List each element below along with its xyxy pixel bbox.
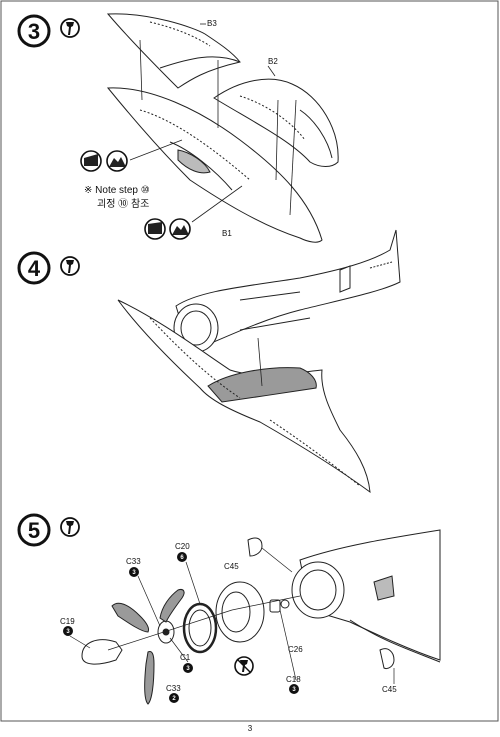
fuselage-nose: [291, 529, 441, 663]
part-label-b1: B1: [222, 229, 232, 238]
step-5-header: 5: [17, 513, 80, 547]
part-count-badge-c20: [177, 552, 187, 562]
step-5-badge: [17, 513, 51, 547]
page-border: [0, 0, 499, 722]
part-prop-blade-upper: [159, 589, 185, 623]
part-count-c19: 3: [66, 629, 70, 635]
part-count-badge-c33-bottom: [169, 693, 179, 703]
step-4-badge: [17, 251, 51, 285]
part-count-c20: 6: [180, 555, 184, 561]
part-label-c19: C19: [60, 617, 75, 626]
part-exhaust-c45-bottom: [379, 648, 395, 669]
part-label-c45-top: C45: [224, 562, 239, 571]
step-3-badge: [17, 14, 51, 48]
part-label-c18: C18: [286, 675, 301, 684]
part-label-c33-top: C33: [126, 557, 141, 566]
paint-chip-icons-top: [80, 150, 128, 172]
wing-part-b2: [213, 78, 339, 167]
part-label-c26: C26: [288, 645, 303, 654]
step-4-header: 4: [17, 251, 80, 285]
part-label-b3: B3: [207, 19, 217, 28]
step-5-number: 5: [28, 518, 40, 543]
part-label-c33-bottom: C33: [166, 684, 181, 693]
part-shaft-c18: [269, 599, 290, 613]
part-count-badge-c19: [63, 626, 73, 636]
part-count-badge-c1: [183, 663, 193, 673]
part-label-c20: C20: [175, 542, 190, 551]
no-glue-icon: [234, 656, 254, 676]
part-engine-ring-c20: [182, 602, 218, 654]
part-count-c18: 3: [292, 687, 296, 693]
step-5-guide-lines: [69, 547, 395, 684]
step-3-guide-lines: [129, 39, 297, 223]
step-4-number: 4: [28, 256, 41, 281]
glue-tube-icon: [60, 517, 80, 537]
part-count-c33-bottom: 2: [172, 696, 176, 702]
note-see-step-10: ※ Note step ⑩: [84, 185, 150, 196]
part-label-b2: B2: [268, 57, 278, 66]
part-cowling: [215, 581, 265, 643]
part-count-c1: 3: [186, 666, 190, 672]
paint-chip-icons-bottom: [144, 218, 191, 240]
part-count-badge-c33-top: [129, 567, 139, 577]
glue-tube-icon: [60, 18, 80, 38]
part-prop-blade-c33-bottom: [144, 651, 155, 705]
step-3-header: 3: [17, 14, 80, 48]
note-see-step-10-korean: 괴정 ⑩ 참조: [97, 198, 149, 210]
part-prop-blade-c33-top: [111, 602, 149, 633]
fuselage-assembly: [173, 229, 401, 353]
part-spinner-c19: [81, 639, 123, 665]
step-4-guide-line: [257, 337, 263, 387]
part-count-c33-top: 3: [132, 570, 136, 576]
propeller-blades: [111, 589, 185, 705]
part-exhaust-c45-top: [247, 537, 263, 557]
page-number: 3: [248, 724, 253, 732]
wing-part-b1: [106, 87, 323, 243]
part-label-c1: C1: [180, 653, 191, 662]
part-count-badge-c18: [289, 684, 299, 694]
glue-tube-icon: [60, 256, 80, 276]
step-3-number: 3: [28, 19, 40, 44]
wing-part-b3: [106, 13, 241, 89]
part-label-c45-bottom: C45: [382, 685, 397, 694]
